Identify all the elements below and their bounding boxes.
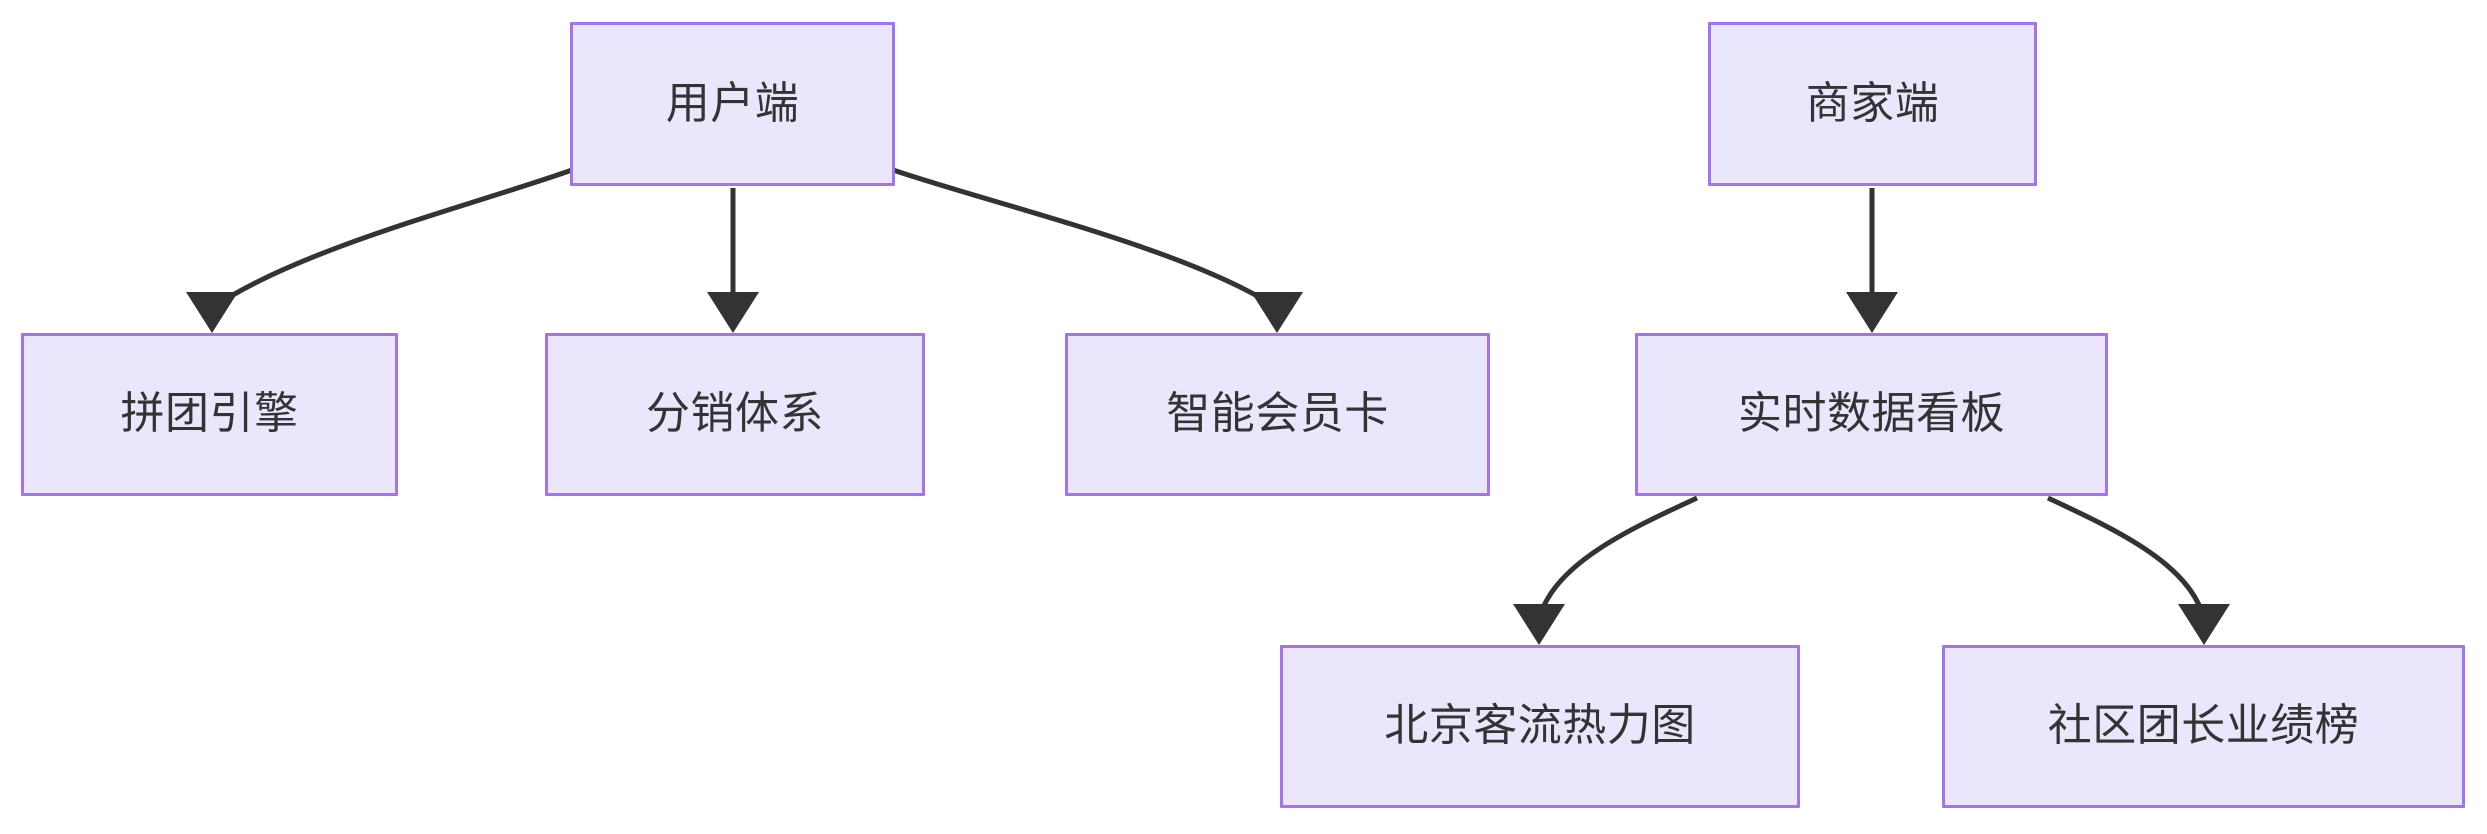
- edge-path: [1536, 495, 1699, 621]
- node-label: 用户端: [665, 78, 800, 128]
- node-distribution-system[interactable]: 分销体系: [545, 333, 925, 496]
- node-realtime-dashboard[interactable]: 实时数据看板: [1635, 333, 2108, 496]
- edge-realtime-dashboard-to-community-leader-ranking: [2046, 495, 2230, 645]
- node-beijing-traffic-heatmap[interactable]: 北京客流热力图: [1280, 645, 1800, 808]
- arrowhead-icon: [1846, 292, 1898, 333]
- node-label: 分销体系: [646, 389, 824, 439]
- edge-realtime-dashboard-to-beijing-traffic-heatmap: [1513, 495, 1699, 645]
- node-community-leader-ranking[interactable]: 社区团长业绩榜: [1942, 645, 2465, 808]
- node-label: 商家端: [1805, 78, 1940, 128]
- edge-path: [210, 167, 573, 311]
- arrowhead-icon: [1513, 604, 1565, 645]
- edge-path: [892, 167, 1279, 311]
- edge-merchant-client-to-realtime-dashboard: [1846, 188, 1898, 333]
- arrowhead-icon: [1251, 292, 1303, 333]
- node-label: 实时数据看板: [1738, 389, 2005, 439]
- arrowhead-icon: [186, 292, 238, 333]
- node-merchant-client[interactable]: 商家端: [1708, 22, 2037, 186]
- edge-user-client-to-smart-member-card: [892, 167, 1303, 333]
- node-label: 拼团引擎: [120, 389, 299, 439]
- edge-user-client-to-distribution-system: [707, 188, 759, 333]
- node-label: 北京客流热力图: [1384, 701, 1696, 751]
- node-user-client[interactable]: 用户端: [570, 22, 895, 186]
- node-label: 社区团长业绩榜: [2047, 701, 2360, 751]
- arrowhead-icon: [2178, 604, 2230, 645]
- edge-user-client-to-group-buy-engine: [186, 167, 573, 333]
- arrowhead-icon: [707, 292, 759, 333]
- edge-path: [2046, 495, 2207, 621]
- node-smart-member-card[interactable]: 智能会员卡: [1065, 333, 1490, 496]
- node-label: 智能会员卡: [1166, 389, 1389, 439]
- node-group-buy-engine[interactable]: 拼团引擎: [21, 333, 398, 496]
